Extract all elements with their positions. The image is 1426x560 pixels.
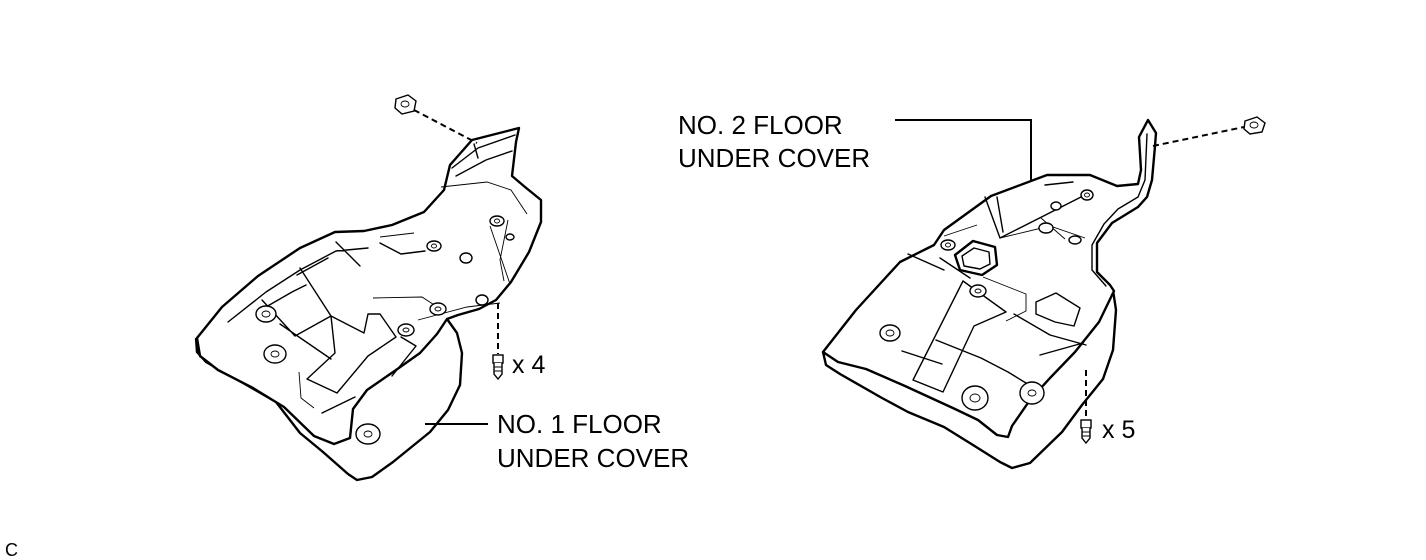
no1-clip (394, 94, 478, 144)
no1-floor-under-cover (194, 94, 543, 482)
no2-bolt (1080, 370, 1092, 445)
no1-tab-ridge (451, 134, 516, 177)
no2-floor-under-cover (821, 116, 1266, 470)
no1-channels (227, 241, 426, 414)
no1-cover-outline (195, 126, 543, 446)
no2-bosses (879, 189, 1094, 411)
no2-channels (901, 253, 1087, 393)
no1-bolt-quantity: x 4 (512, 351, 545, 379)
no2-label-line2: UNDER COVER (678, 143, 870, 173)
no1-label-line2: UNDER COVER (497, 443, 689, 473)
no2-clip (1152, 116, 1266, 147)
no2-bolt-quantity: x 5 (1102, 416, 1135, 444)
no1-label-line1: NO. 1 FLOOR (497, 409, 662, 439)
no2-cover-outline (821, 118, 1158, 439)
no1-bosses (255, 215, 515, 445)
no2-label-line1: NO. 2 FLOOR (678, 110, 843, 140)
no1-bolt (492, 303, 504, 381)
figure-code: C (5, 540, 18, 560)
no1-ribs (298, 181, 528, 409)
no2-label-leader (895, 119, 1032, 182)
no2-flange-ridge (1091, 133, 1148, 287)
